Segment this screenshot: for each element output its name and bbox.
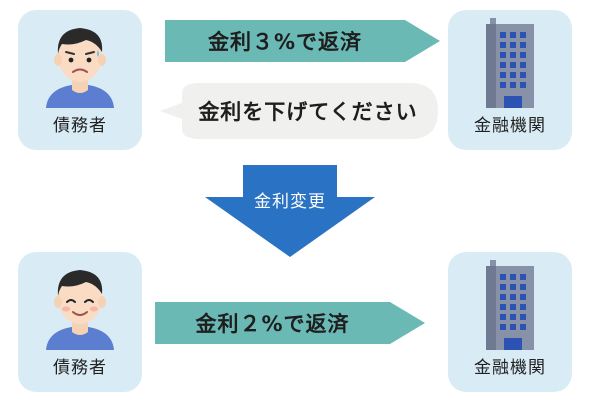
rate-change-label: 金利変更 (254, 192, 326, 212)
office-building-icon (486, 18, 534, 108)
debtor-label: 債務者 (53, 358, 107, 378)
repayment-arrow-bottom: 金利２%で返済 (155, 302, 425, 344)
worried-person-icon (46, 28, 114, 108)
bank-label: 金融機関 (474, 116, 546, 136)
request-text: 金利を下げてください (198, 100, 418, 124)
repayment-text-bottom: 金利２%で返済 (195, 312, 350, 336)
bank-card-bottom: 金融機関 (448, 252, 572, 392)
debtor-label: 債務者 (53, 116, 107, 136)
repayment-arrow-top: 金利３%で返済 (165, 20, 440, 62)
smiling-person-icon (46, 270, 114, 350)
office-building-icon (486, 260, 534, 350)
bank-card-top: 金融機関 (448, 10, 572, 150)
bank-label: 金融機関 (474, 358, 546, 378)
debtor-card-top: 債務者 (18, 10, 142, 150)
request-speech-bubble: 金利を下げてください (160, 83, 438, 139)
repayment-text-top: 金利３%で返済 (207, 30, 363, 54)
debtor-card-bottom: 債務者 (18, 252, 142, 392)
rate-change-arrow: 金利変更 (205, 165, 375, 257)
